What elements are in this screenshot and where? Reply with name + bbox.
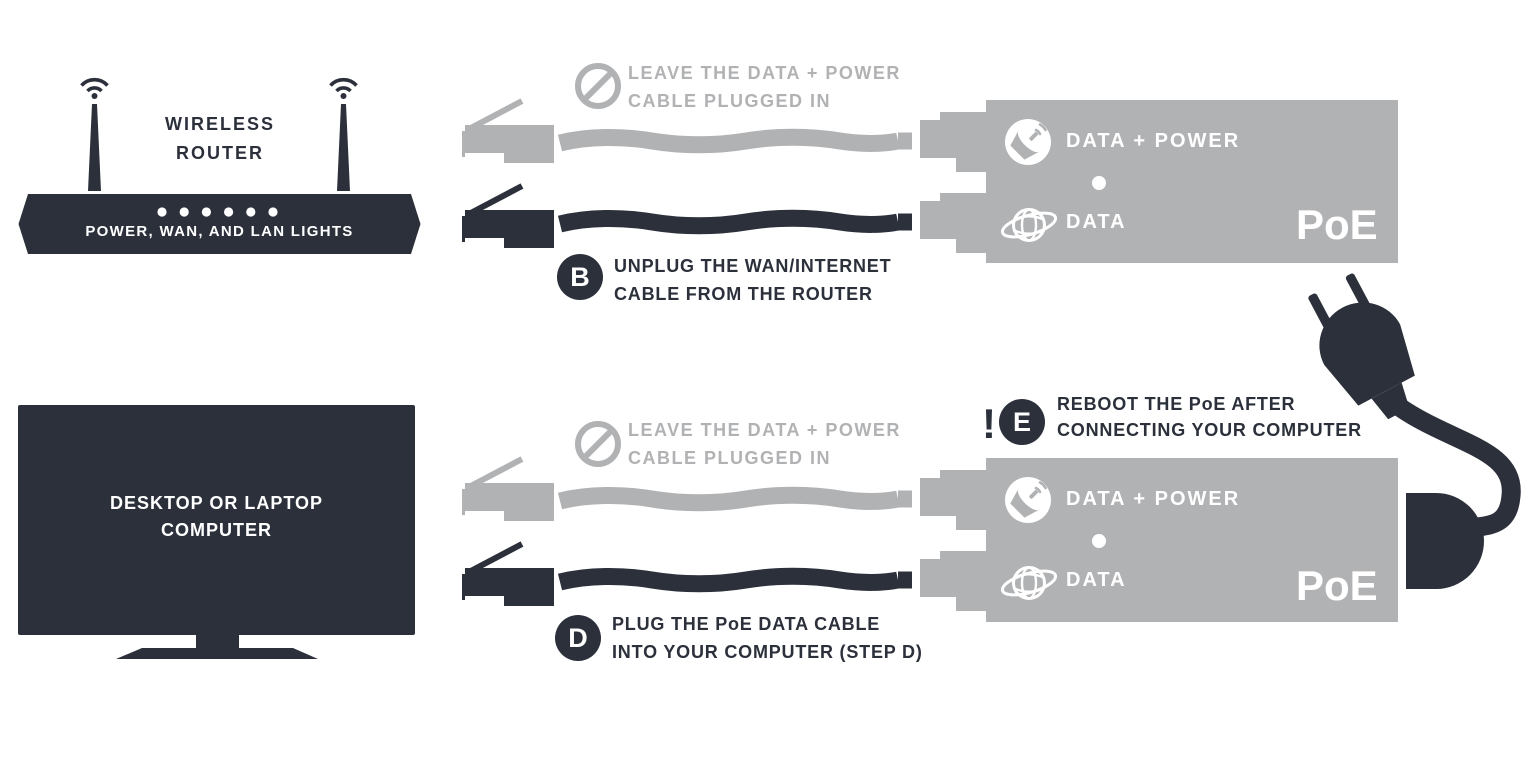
plug-head [1308,273,1415,420]
poe-port-bottom-2 [920,551,986,611]
step-d-text: PLUG THE PoE DATA CABLE INTO YOUR COMPUT… [612,610,923,666]
router-body [18,194,421,254]
wifi-icon-right [328,77,359,101]
poe-box-top [986,100,1398,263]
router-led-lights [157,207,278,217]
power-led-top [1092,176,1106,190]
antenna-left-icon [88,104,101,191]
monitor-base [116,648,318,659]
poe-top-port1-label: DATA + POWER [1066,130,1241,152]
ethernet-cable-top-gray [560,133,912,150]
poe-adapter-bottom [920,458,1398,622]
rj45-connector-bottom-gray [462,459,554,521]
router-lights-label: POWER, WAN, AND LAN LIGHTS [85,223,354,240]
rj45-connector-top-gray [462,101,554,163]
monitor-screen [18,405,415,635]
step-b-badge: B [557,254,603,300]
poe-top-brand: PoE [1296,201,1378,248]
warning-top-line2: CABLE PLUGGED IN [628,91,832,111]
poe-port-top-2 [920,193,986,253]
poe-adapter-top [920,100,1398,263]
computer-label-line1: DESKTOP OR LAPTOP [109,493,324,513]
step-e-line2: CONNECTING YOUR COMPUTER [1057,420,1362,440]
poe-port-top-1 [920,112,986,172]
poe-bottom-port2-label: DATA [1066,569,1127,591]
warning-top-line1: LEAVE THE DATA + POWER [628,63,901,83]
poe-bottom-brand: PoE [1296,562,1378,609]
ethernet-cable-top-dark [560,214,912,231]
step-e-badge: E [999,399,1045,445]
wireless-router [18,77,421,254]
wifi-icon-left [79,77,110,101]
step-b-line2: CABLE FROM THE ROUTER [614,284,873,304]
step-d-line1: PLUG THE PoE DATA CABLE [612,614,881,634]
computer-monitor [18,405,415,659]
warning-bottom-line2: CABLE PLUGGED IN [628,448,832,468]
computer-label: DESKTOP OR LAPTOP COMPUTER [18,490,415,544]
no-entry-icon-bottom [578,424,618,464]
step-b-text: UNPLUG THE WAN/INTERNET CABLE FROM THE R… [614,252,891,308]
computer-label-line2: COMPUTER [161,520,272,540]
power-plug-icon [1308,273,1521,589]
power-led-bottom [1092,534,1106,548]
router-label-line2: ROUTER [176,143,264,163]
warning-top-text: LEAVE THE DATA + POWER CABLE PLUGGED IN [628,59,901,115]
ethernet-cable-bottom-dark [560,572,912,589]
satellite-dish-icon-bottom [1003,475,1053,525]
poe-box-bottom [986,458,1398,622]
step-b-line1: UNPLUG THE WAN/INTERNET [614,256,892,276]
poe-port-bottom-1 [920,470,986,530]
warning-bottom-line1: LEAVE THE DATA + POWER [628,420,901,440]
router-label: WIRELESS ROUTER [130,110,310,168]
plug-adapter-body [1406,493,1484,589]
step-e-text: REBOOT THE PoE AFTER CONNECTING YOUR COM… [1057,391,1362,443]
rj45-connector-top-dark [462,186,554,248]
satellite-dish-icon-top [1003,117,1053,167]
poe-bottom-port1-label: DATA + POWER [1066,488,1241,510]
warning-bottom-text: LEAVE THE DATA + POWER CABLE PLUGGED IN [628,416,901,472]
step-e-alert-mark: ! [982,400,996,447]
step-e-line1: REBOOT THE PoE AFTER [1057,394,1296,414]
step-d-badge: D [555,615,601,661]
antenna-right-icon [337,104,350,191]
router-label-line1: WIRELESS [164,114,275,134]
step-d-line2: INTO YOUR COMPUTER (STEP D) [612,642,923,662]
monitor-neck [196,635,239,648]
no-entry-icon-top [578,66,618,106]
ethernet-cable-bottom-gray [560,491,912,508]
rj45-connector-bottom-dark [462,544,554,606]
poe-top-port2-label: DATA [1066,211,1127,233]
